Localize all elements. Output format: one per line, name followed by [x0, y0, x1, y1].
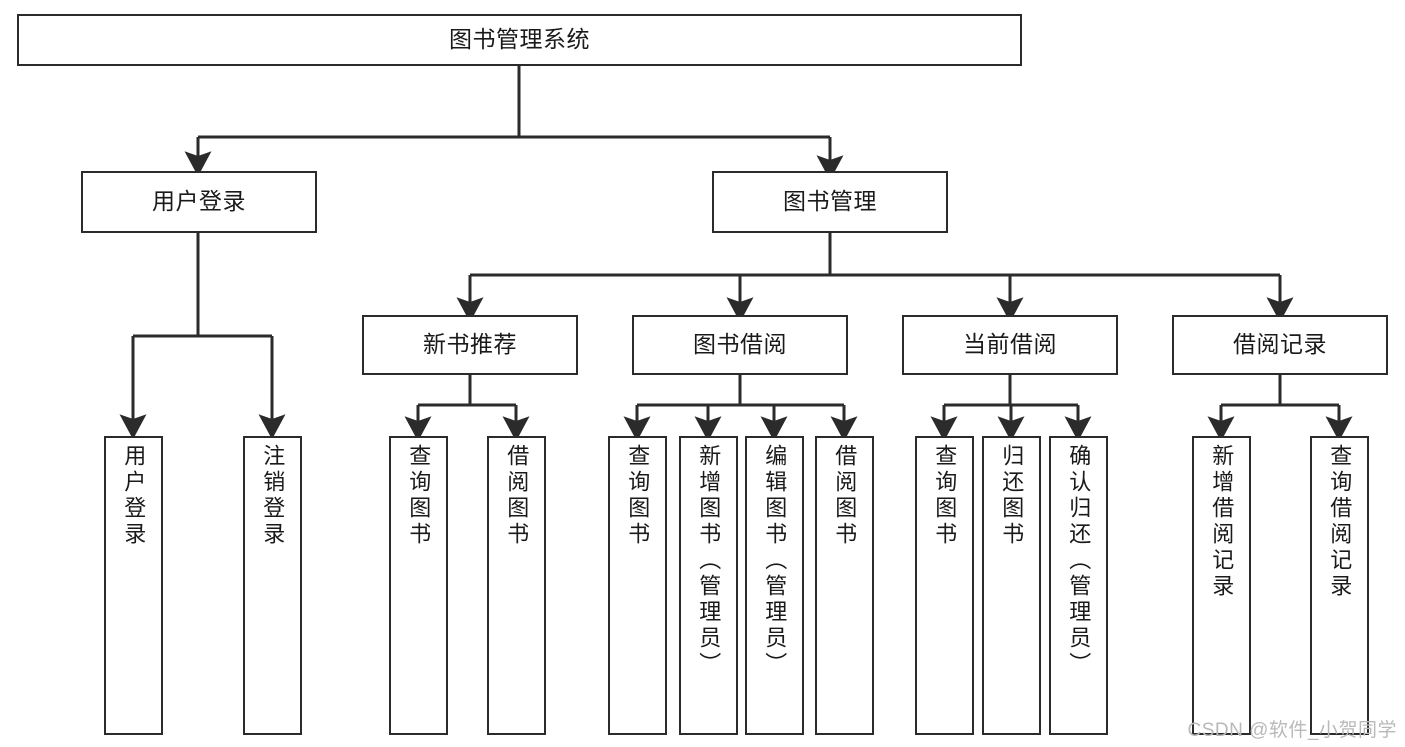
leaf-borrow-add-book-admin[interactable]: 新增图书（管理员） — [679, 436, 738, 735]
leaf-recommend-borrow-book-label: 借阅图书 — [504, 444, 530, 548]
node-root-label: 图书管理系统 — [449, 26, 590, 53]
node-borrow-records[interactable]: 借阅记录 — [1172, 315, 1388, 375]
leaf-records-query-record[interactable]: 查询借阅记录 — [1310, 436, 1369, 735]
leaf-user-login-signout-label: 注销登录 — [260, 444, 286, 548]
leaf-user-login-signin-label: 用户登录 — [121, 444, 147, 548]
node-new-book-recommend[interactable]: 新书推荐 — [362, 315, 578, 375]
node-current-borrow[interactable]: 当前借阅 — [902, 315, 1118, 375]
node-book-borrow[interactable]: 图书借阅 — [632, 315, 848, 375]
leaf-borrow-edit-book-admin-label: 编辑图书（管理员） — [762, 444, 788, 678]
leaf-user-login-signin[interactable]: 用户登录 — [104, 436, 163, 735]
watermark: CSDN @软件_小贺同学 — [1187, 720, 1397, 741]
node-new-book-recommend-label: 新书推荐 — [423, 331, 517, 358]
node-borrow-records-label: 借阅记录 — [1233, 331, 1327, 358]
leaf-current-confirm-return-admin-label: 确认归还（管理员） — [1066, 444, 1092, 678]
leaf-recommend-query-book[interactable]: 查询图书 — [389, 436, 448, 735]
leaf-recommend-query-book-label: 查询图书 — [406, 444, 432, 548]
node-root[interactable]: 图书管理系统 — [17, 14, 1022, 66]
leaf-borrow-query-book[interactable]: 查询图书 — [608, 436, 667, 735]
leaf-records-add-record[interactable]: 新增借阅记录 — [1192, 436, 1251, 735]
node-book-management[interactable]: 图书管理 — [712, 171, 948, 233]
node-user-login-label: 用户登录 — [152, 188, 246, 215]
leaf-borrow-add-book-admin-label: 新增图书（管理员） — [696, 444, 722, 678]
node-book-borrow-label: 图书借阅 — [693, 331, 787, 358]
leaf-user-login-signout[interactable]: 注销登录 — [243, 436, 302, 735]
leaf-current-return-book[interactable]: 归还图书 — [982, 436, 1041, 735]
leaf-borrow-borrow-book-label: 借阅图书 — [832, 444, 858, 548]
leaf-current-return-book-label: 归还图书 — [999, 444, 1025, 548]
node-user-login[interactable]: 用户登录 — [81, 171, 317, 233]
node-current-borrow-label: 当前借阅 — [963, 331, 1057, 358]
node-book-management-label: 图书管理 — [783, 188, 877, 215]
leaf-current-query-book-label: 查询图书 — [932, 444, 958, 548]
leaf-records-add-record-label: 新增借阅记录 — [1209, 444, 1235, 600]
leaf-current-confirm-return-admin[interactable]: 确认归还（管理员） — [1049, 436, 1108, 735]
leaf-borrow-borrow-book[interactable]: 借阅图书 — [815, 436, 874, 735]
leaf-borrow-query-book-label: 查询图书 — [625, 444, 651, 548]
leaf-records-query-record-label: 查询借阅记录 — [1327, 444, 1353, 600]
leaf-borrow-edit-book-admin[interactable]: 编辑图书（管理员） — [745, 436, 804, 735]
leaf-recommend-borrow-book[interactable]: 借阅图书 — [487, 436, 546, 735]
leaf-current-query-book[interactable]: 查询图书 — [915, 436, 974, 735]
